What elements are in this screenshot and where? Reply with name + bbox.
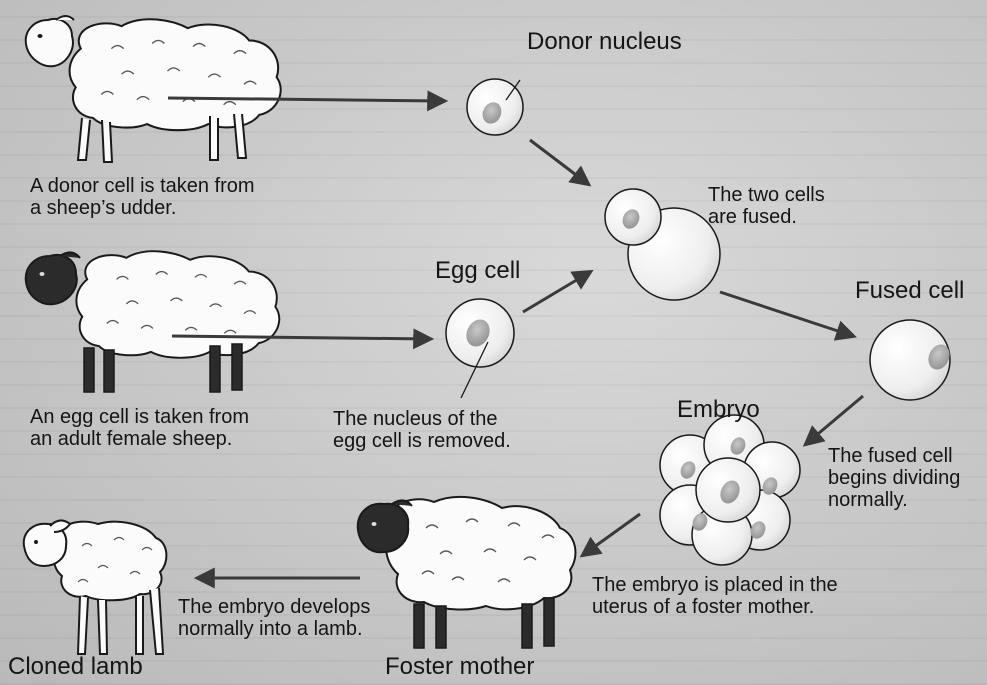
caption-line: The fused cell (828, 445, 960, 467)
donor-nucleus-label: Donor nucleus (527, 29, 682, 55)
fused-cell-label: Fused cell (855, 278, 964, 304)
caption-line: a sheep’s udder. (30, 197, 255, 219)
arrow-donor-to-fusion (530, 140, 588, 184)
foster-mother-label: Foster mother (385, 654, 534, 680)
dividing-caption: The fused cell begins dividing normally. (828, 445, 960, 511)
caption-line: are fused. (708, 206, 825, 228)
cells-fused-caption: The two cells are fused. (708, 184, 825, 228)
fused-cell (870, 320, 954, 400)
nucleus-removed-caption: The nucleus of the egg cell is removed. (333, 408, 511, 452)
caption-line: The embryo is placed in the (592, 574, 838, 596)
arrow-egg-to-fusion (523, 272, 590, 312)
embryo-label: Embryo (677, 397, 760, 423)
caption-line: An egg cell is taken from (30, 406, 249, 428)
egg-donor-sheep-illustration (26, 251, 280, 392)
lamb-develops-caption: The embryo develops normally into a lamb… (178, 596, 370, 640)
embryo-cluster (660, 415, 800, 565)
arrow-embryo-to-foster (583, 514, 640, 555)
caption-line: A donor cell is taken from (30, 175, 255, 197)
fusing-cells (605, 189, 720, 300)
caption-line: an adult female sheep. (30, 428, 249, 450)
caption-line: normally into a lamb. (178, 618, 370, 640)
arrow-fused-to-embryo (806, 396, 863, 444)
caption-line: normally. (828, 489, 960, 511)
egg-cell-label: Egg cell (435, 258, 520, 284)
arrow-fusion-to-fused (720, 292, 853, 336)
donor-cell-caption: A donor cell is taken from a sheep’s udd… (30, 175, 255, 219)
cloned-lamb-illustration (24, 520, 167, 654)
caption-line: uterus of a foster mother. (592, 596, 838, 618)
caption-line: begins dividing (828, 467, 960, 489)
egg-donor-caption: An egg cell is taken from an adult femal… (30, 406, 249, 450)
cloned-lamb-label: Cloned lamb (8, 654, 143, 680)
egg-cell (446, 299, 514, 367)
caption-line: The nucleus of the (333, 408, 511, 430)
caption-line: The two cells (708, 184, 825, 206)
embryo-placed-caption: The embryo is placed in the uterus of a … (592, 574, 838, 618)
caption-line: egg cell is removed. (333, 430, 511, 452)
caption-line: The embryo develops (178, 596, 370, 618)
foster-mother-sheep-illustration (358, 497, 576, 648)
donor-sheep-illustration (26, 16, 281, 162)
